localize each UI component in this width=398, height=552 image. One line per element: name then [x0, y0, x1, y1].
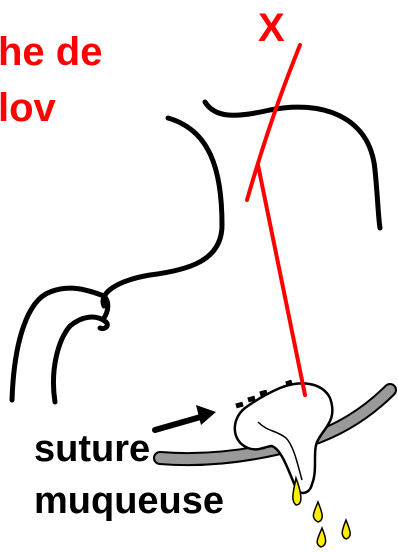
- stomach-fundus-wall: [205, 102, 380, 228]
- stomach-left-wall: [103, 118, 222, 306]
- title-line-1: he de: [0, 32, 102, 72]
- duodenum-inner-wall: [53, 317, 107, 402]
- suture-label-line-1: suture: [34, 430, 150, 468]
- suture-arrow: [155, 405, 216, 430]
- suture-label-line-2: muqueuse: [34, 482, 224, 520]
- needle-line: [247, 45, 305, 395]
- x-marker: X: [258, 8, 285, 48]
- title-line-2: lov: [0, 88, 56, 128]
